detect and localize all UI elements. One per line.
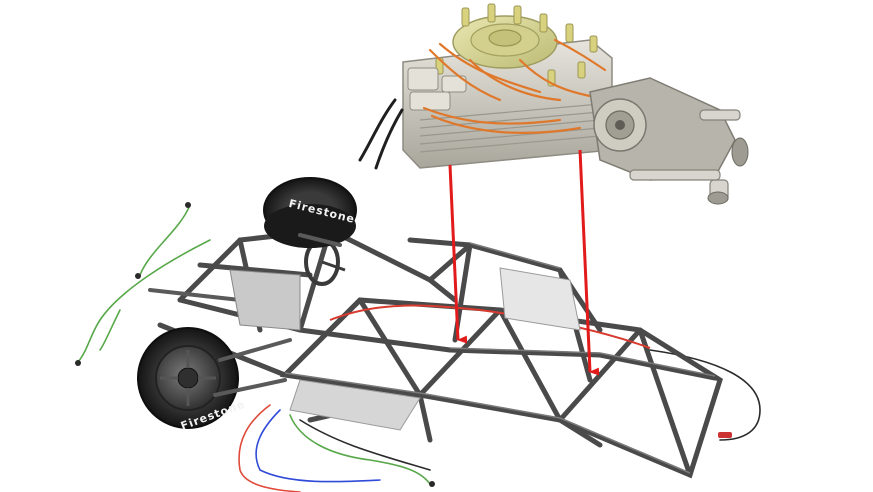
front-suspension: [148, 233, 342, 397]
front-bulkhead: [229, 269, 301, 331]
engine-bay-tray: [499, 267, 581, 331]
fuel-line: [329, 304, 651, 349]
loose-cables: [75, 202, 761, 492]
front-tyre-lower: Firestone: [137, 327, 247, 433]
space-frame-highlights: [284, 242, 716, 474]
engine-to-chassis-arrows: [448, 149, 600, 376]
engine-to-chassis-arrow-right: [578, 149, 600, 376]
engine-to-chassis-arrow-left: [448, 164, 468, 344]
floor-panel: [289, 379, 421, 431]
front-tyre-upper: Firestone: [263, 177, 357, 248]
engine-assembly: [358, 3, 749, 205]
